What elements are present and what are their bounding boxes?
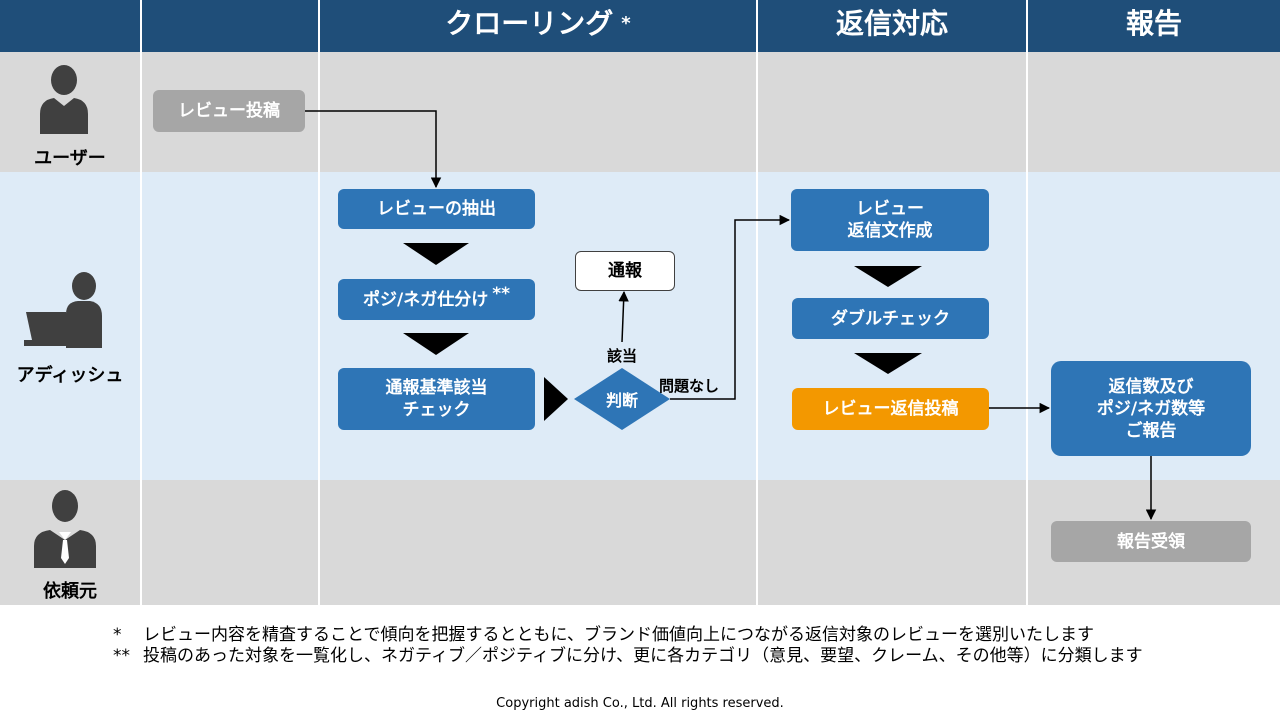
phase-crawling-label: クローリング <box>445 7 614 40</box>
posi-nega-label: ポジ/ネガ仕分け <box>363 289 489 310</box>
posi-nega-sort-box: ポジ/ネガ仕分け** <box>338 279 535 320</box>
footnote-1: * レビュー内容を精査することで傾向を把握するとともに、ブランド価値向上につながる… <box>113 620 1094 645</box>
decision-diamond <box>574 368 670 430</box>
phase-report-title: 報告 <box>1125 7 1182 40</box>
phase-crawling-title: クローリング * <box>320 0 756 52</box>
edge-label-no-problem: 問題なし <box>659 377 720 395</box>
arrow-judge-to-reply <box>670 214 791 400</box>
judge-label: 判断 <box>605 391 638 410</box>
report-criteria-check-box: 通報基準該当 チェック <box>338 368 535 430</box>
phase-crawling-mark: * <box>621 13 631 34</box>
edge-label-applicable: 該当 <box>607 347 638 365</box>
flow-connectors <box>305 110 1157 521</box>
extract-reviews-box: レビューの抽出 <box>338 189 535 229</box>
column-divider-1 <box>140 0 142 605</box>
chevron-down-4 <box>854 353 922 374</box>
footnote-2-text: 投稿のあった対象を一覧化し、ネガティブ／ポジティブに分け、更に各カテゴリ（意見、… <box>143 646 1143 666</box>
actor-client-label: 依頼元 <box>43 581 97 602</box>
operator-at-laptop-icon <box>24 272 102 348</box>
reply-draft-box: レビュー 返信文作成 <box>791 189 989 251</box>
actor-user-label: ユーザー <box>34 148 106 169</box>
summary-line2: ポジ/ネガ数等 <box>1096 398 1206 419</box>
check-line1: 通報基準該当 <box>385 378 488 398</box>
reply-line1: レビュー <box>856 199 924 219</box>
double-check-box: ダブルチェック <box>792 298 989 339</box>
chevron-down-2 <box>403 333 469 355</box>
summary-line1: 返信数及び <box>1108 376 1194 397</box>
report-receipt-box: 報告受領 <box>1051 521 1251 562</box>
actor-adish-label: アディッシュ <box>16 365 124 386</box>
header-bar <box>0 0 1280 52</box>
summary-line3: ご報告 <box>1125 420 1177 441</box>
footnote-2: ** 投稿のあった対象を一覧化し、ネガティブ／ポジティブに分け、更に各カテゴリ（意… <box>113 641 1143 666</box>
chevron-down-1 <box>403 243 469 265</box>
copyright: Copyright adish Co., Ltd. All rights res… <box>496 696 784 711</box>
posi-nega-mark: ** <box>492 283 510 304</box>
column-divider-4 <box>1026 0 1028 605</box>
arrow-judge-to-report <box>618 290 629 343</box>
reply-line2: 返信文作成 <box>847 221 933 241</box>
column-divider-3 <box>756 0 758 605</box>
user-icon <box>40 65 88 134</box>
chevron-right <box>544 377 568 421</box>
businessman-icon <box>34 490 96 568</box>
footnote-1-text: レビュー内容を精査することで傾向を把握するとともに、ブランド価値向上につながる返… <box>143 625 1094 645</box>
phase-reply-title: 返信対応 <box>835 7 948 40</box>
footnote-1-mark: * <box>113 625 122 645</box>
arrow-post-to-extract <box>305 110 442 189</box>
chevron-down-3 <box>854 266 922 287</box>
reply-post-box: レビュー返信投稿 <box>792 388 989 430</box>
review-post-box: レビュー投稿 <box>153 90 305 132</box>
summary-report-box: 返信数及び ポジ/ネガ数等 ご報告 <box>1051 361 1251 456</box>
footnote-2-mark: ** <box>113 646 130 666</box>
check-line2: チェック <box>402 400 471 420</box>
report-flag-box: 通報 <box>575 251 675 291</box>
column-divider-2 <box>318 0 320 605</box>
